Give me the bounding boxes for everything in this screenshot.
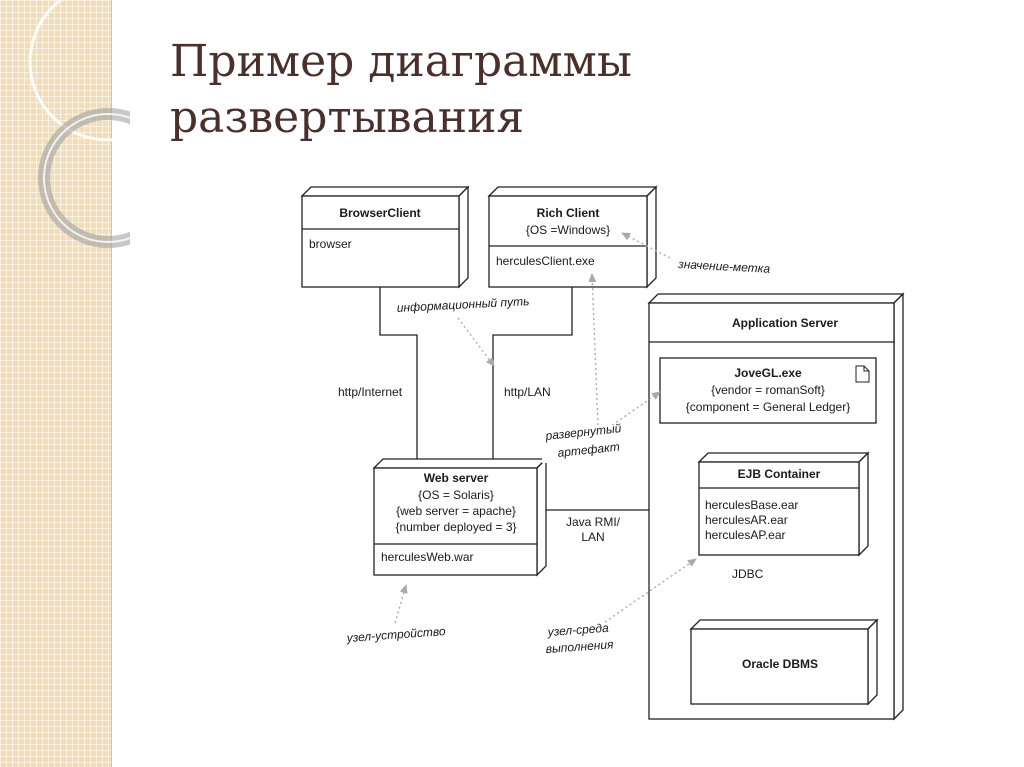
title-line-1: Пример диаграммы <box>170 36 632 87</box>
jovegl-name: JoveGL.exe <box>734 366 802 380</box>
label-java-rmi-2: LAN <box>581 530 604 544</box>
app-server-name: Application Server <box>732 316 838 330</box>
label-http-internet: http/Internet <box>338 385 403 399</box>
side-decoration-strip <box>0 0 111 767</box>
browser-client-name: BrowserClient <box>339 206 420 220</box>
arrow-deployed-artifact-jovegl <box>607 391 661 429</box>
annotations: значение-метка информационный путь разве… <box>345 257 771 656</box>
annotation-tagged-value: значение-метка <box>677 257 771 276</box>
node-web-server: Web server {OS = Solaris} {web server = … <box>372 457 548 577</box>
web-server-artifact: herculesWeb.war <box>381 550 473 564</box>
jovegl-tag-vendor: {vendor = romanSoft} <box>711 383 825 397</box>
ejb-artifact-ap: herculesAP.ear <box>705 528 786 542</box>
side-strip-edge <box>111 0 112 767</box>
title-line-2: развертывания <box>170 92 525 143</box>
arrow-exec-env <box>604 558 697 623</box>
annotation-arrows <box>394 232 697 624</box>
annotation-exec-env-2: выполнения <box>545 637 614 656</box>
browser-client-artifact: browser <box>309 237 352 251</box>
ejb-artifact-base: herculesBase.ear <box>705 498 798 512</box>
web-server-tag-os: {OS = Solaris} <box>418 488 494 502</box>
label-java-rmi-1: Java RMI/ <box>566 515 621 529</box>
document-icon <box>855 365 870 383</box>
decorative-circles <box>28 0 130 248</box>
connection-http-lan <box>492 287 573 459</box>
page-title: Пример диаграммы развертывания <box>170 34 870 146</box>
web-server-tag-apache: {web server = apache} <box>396 504 516 518</box>
oracle-name: Oracle DBMS <box>742 657 818 671</box>
annotation-deployed-artifact-2: артефакт <box>557 440 621 460</box>
node-oracle-dbms: Oracle DBMS <box>689 618 879 706</box>
connection-http-internet <box>379 287 418 459</box>
arrow-deployed-artifact-client <box>588 273 599 426</box>
label-http-lan: http/LAN <box>504 385 551 399</box>
annotation-comm-path: информационный путь <box>396 294 529 315</box>
annotation-device-node: узел-устройство <box>345 624 446 645</box>
node-rich-client: Rich Client {OS =Windows} herculesClient… <box>487 185 658 289</box>
ejb-artifact-ar: herculesAR.ear <box>705 513 788 527</box>
artifact-jovegl: JoveGL.exe {vendor = romanSoft} {compone… <box>659 357 877 424</box>
annotation-exec-env-1: узел-среда <box>546 621 609 639</box>
node-ejb-container: EJB Container herculesBase.ear herculesA… <box>697 451 870 557</box>
rich-client-tag: {OS =Windows} <box>526 223 610 237</box>
rich-client-name: Rich Client <box>537 206 600 220</box>
web-server-name: Web server <box>424 471 489 485</box>
node-browser-client: BrowserClient browser <box>300 185 470 289</box>
arrow-device-node <box>394 584 408 624</box>
rich-client-artifact: herculesClient.exe <box>496 254 595 268</box>
arrow-comm-path <box>457 317 495 367</box>
web-server-tag-deployed: {number deployed = 3} <box>395 520 516 534</box>
label-jdbc: JDBC <box>732 567 764 581</box>
jovegl-tag-component: {component = General Ledger} <box>686 400 850 414</box>
connection-labels: http/Internet http/LAN Java RMI/ LAN JDB… <box>336 384 764 581</box>
ejb-name: EJB Container <box>738 467 821 481</box>
arrow-tagged-value <box>621 232 671 259</box>
